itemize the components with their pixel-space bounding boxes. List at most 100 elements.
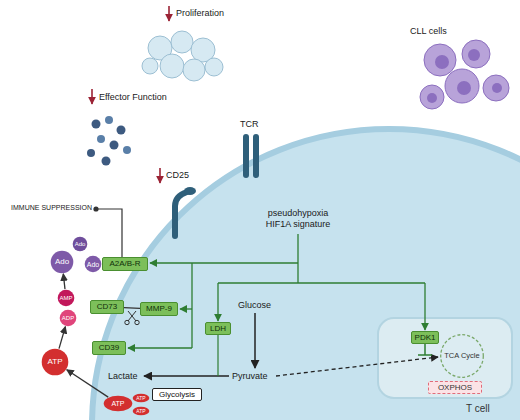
receptor-label: CD25 [166,170,189,181]
enzyme-box: LDH [205,322,231,335]
metabolite-label: Glucose [238,300,271,311]
leader-dot [93,206,98,211]
adp-circle: ADP [59,309,77,327]
decrease-arrow [159,168,161,183]
connector [124,307,140,309]
cytokine-dot [102,157,111,166]
node-shape [441,335,484,378]
node-shape [51,251,74,274]
tcr-receptor [243,134,249,178]
cytokine-dot [105,116,113,124]
cytokine-dot [117,126,126,135]
lactate-arrow [144,375,229,377]
cell-name: T cell [466,403,490,414]
cll-cell [445,69,479,103]
node-text: AMP [59,295,72,301]
amp-circle: AMP [57,289,75,307]
signal-arrow [424,283,425,330]
node-text: ADP [62,315,74,321]
decrease-arrow [168,6,170,21]
node-text: ATP [48,358,63,366]
node-text: CD39 [99,344,119,352]
signal-arrow [150,262,298,263]
mitochondrion [378,318,512,398]
cytokine-dot [92,120,101,129]
ldh-line [217,335,218,376]
signal-line [218,282,425,283]
glycolysis-arrow [254,313,256,368]
receptor-label: TCR [240,119,259,130]
receptor-box: A2A/B-R [102,257,148,271]
metabolite-label: Pyruvate [232,371,268,382]
adenosine-circle: Ado [84,255,102,273]
node-text: Ado [87,261,99,268]
connector [63,274,65,289]
atp-circle: ATP [132,393,150,403]
cd25-receptor [184,187,196,195]
atp-circle: ATP [103,395,133,412]
t-cell-icon [142,58,158,74]
signature-label: pseudohypoxia HIF1A signature [260,208,336,230]
enzyme-box: PDK1 [411,331,439,344]
cell-label: CLL cells [410,26,447,37]
signal-arrow [180,308,192,309]
node-text: PDK1 [415,334,436,342]
cll-cell [424,44,456,76]
node-text: A2A/B-R [109,260,140,268]
node-text: Ado [55,258,69,266]
decrease-arrow [91,89,93,104]
node-text: OXPHOS [438,384,472,392]
node-shape [133,407,150,416]
enzyme-box: CD39 [92,341,126,355]
tca-cycle-circle: TCA Cycle [440,334,484,378]
node-shape [58,290,75,307]
node-text: Glycolysis [159,391,195,399]
cytokine-dot [110,141,119,150]
node-shape [73,237,88,252]
t-cell-icon [183,59,205,81]
cytokine-dot [123,146,131,154]
inhibition-bar [418,344,432,355]
process-box: Glycolysis [152,388,202,401]
cll-nucleus [492,83,502,93]
outcome-label: Proliferation [176,8,224,19]
node-text: LDH [210,325,226,333]
enzyme-box: CD73 [90,300,124,314]
adenosine-circle: Ado [72,236,88,252]
node-text: MMP-9 [146,305,172,313]
node-shape [133,394,150,403]
enzyme-box: MMP-9 [140,302,178,316]
t-cell-icon [205,58,223,76]
atp-circle: ATP [132,406,150,416]
node-shape [85,256,102,273]
adenosine-circle: Ado [50,250,74,274]
node-text: Ado [75,241,86,247]
atp-circle: ATP [41,348,69,376]
cll-nucleus [457,81,471,95]
metabolite-label: Lactate [108,371,138,382]
outcome-label: Effector Function [99,92,167,103]
leader-line [98,209,122,257]
node-shape [104,396,133,412]
node-text: ATP [136,396,145,401]
signal-arrow [217,283,218,321]
cll-nucleus [468,49,480,61]
node-text: TCA Cycle [444,352,479,360]
node-text: ATP [111,400,124,407]
signal-arrow [128,347,192,348]
oxphos-box: OXPHOS [428,381,482,394]
t-cell-icon [160,54,184,78]
tcr-receptor [253,134,259,178]
node-text: ATP [136,409,145,414]
t-cell-icon [171,31,193,53]
cll-cell [483,75,509,101]
signal-line [297,234,298,283]
connector [67,370,109,397]
cll-cell [462,40,490,68]
node-shape [60,310,77,327]
node-shape [42,349,69,376]
cll-nucleus [435,55,449,69]
cll-nucleus [427,93,437,103]
effect-label: IMMUNE SUPPRESSION [6,204,92,212]
